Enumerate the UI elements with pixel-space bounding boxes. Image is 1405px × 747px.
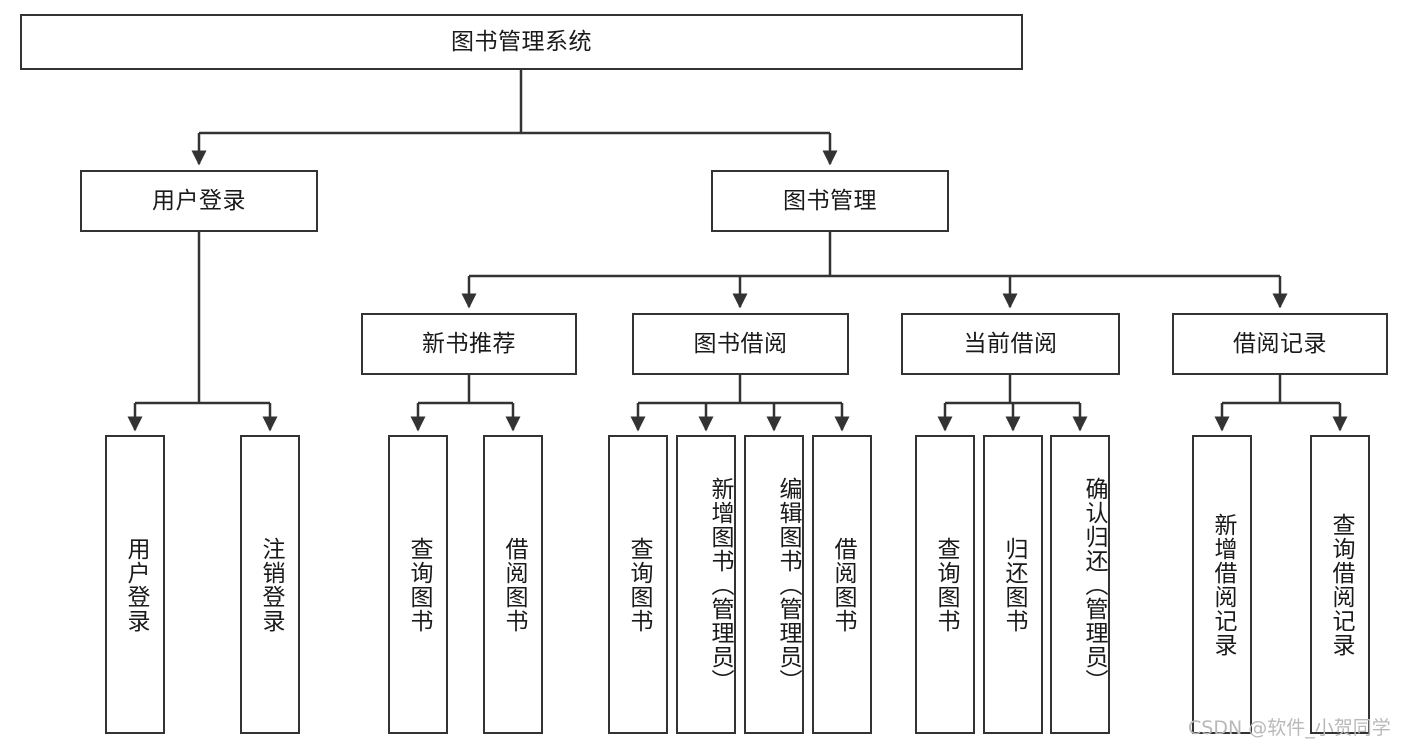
leaf-borrow-query-book[interactable]: 查询图书 [608,435,668,734]
leaf-current-query-book[interactable]: 查询图书 [915,435,975,734]
node-root-system[interactable]: 图书管理系统 [20,14,1023,70]
leaf-borrow-borrow-book[interactable]: 借阅图书 [812,435,872,734]
leaf-user-login-signin[interactable]: 用户登录 [105,435,165,734]
leaf-current-confirm-return-admin[interactable]: 确认归还（管理员） [1050,435,1110,734]
leaf-recommend-query-book[interactable]: 查询图书 [388,435,448,734]
node-new-book-recommend[interactable]: 新书推荐 [361,313,577,375]
node-book-borrow[interactable]: 图书借阅 [632,313,849,375]
csdn-watermark: CSDN @软件_小贺同学 [1188,717,1391,739]
leaf-recommend-borrow-book[interactable]: 借阅图书 [483,435,543,734]
node-book-management[interactable]: 图书管理 [711,170,949,232]
node-user-login[interactable]: 用户登录 [80,170,318,232]
leaf-borrow-add-book-admin[interactable]: 新增图书（管理员） [676,435,736,734]
leaf-borrow-edit-book-admin[interactable]: 编辑图书（管理员） [744,435,804,734]
leaf-user-login-signout[interactable]: 注销登录 [240,435,300,734]
leaf-record-add-record[interactable]: 新增借阅记录 [1192,435,1252,734]
node-borrow-record[interactable]: 借阅记录 [1172,313,1388,375]
leaf-record-query-record[interactable]: 查询借阅记录 [1310,435,1370,734]
leaf-current-return-book[interactable]: 归还图书 [983,435,1043,734]
node-current-borrow[interactable]: 当前借阅 [901,313,1120,375]
